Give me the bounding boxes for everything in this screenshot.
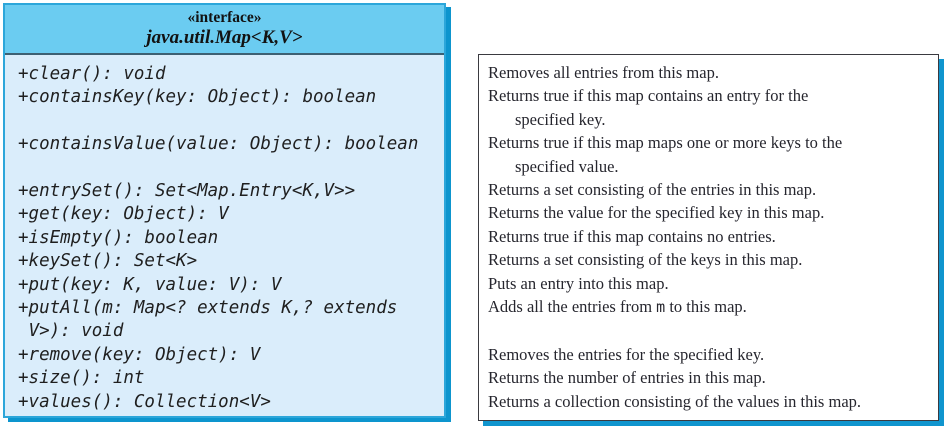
description-line: Returns the value for the specified key … (488, 203, 825, 223)
inline-code: m (656, 298, 666, 317)
description-line: Removes the entries for the specified ke… (488, 344, 765, 364)
description-line: Returns a set consisting of the entries … (488, 180, 817, 200)
description-line: Returns a collection consisting of the v… (488, 391, 862, 411)
description-line: specified value. (515, 156, 619, 176)
uml-method-line: +isEmpty(): boolean (18, 227, 219, 248)
uml-method-line: +containsValue(value: Object): boolean (18, 134, 419, 155)
uml-method-line: +keySet(): Set<K> (18, 251, 198, 272)
description-line: Returns true if this map contains an ent… (488, 86, 809, 106)
uml-method-line: +put(key: K, value: V): V (18, 274, 282, 295)
uml-method-line: +containsKey(key: Object): boolean (18, 87, 377, 108)
description-line: Returns true if this map maps one or mor… (488, 133, 843, 153)
uml-title: java.util.Map<K,V> (146, 27, 303, 48)
uml-method-line: +get(key: Object): V (18, 204, 229, 225)
uml-method-line: +entrySet(): Set<Map.Entry<K,V>> (18, 181, 356, 202)
uml-method-line: +values(): Collection<V> (18, 391, 271, 412)
uml-method-line: +clear(): void (18, 64, 166, 84)
uml-method-list: +clear(): void +containsKey(key: Object):… (5, 55, 444, 414)
uml-method-line: V>): void (18, 321, 124, 342)
uml-method-line (18, 157, 444, 180)
description-line: Returns a set consisting of the keys in … (488, 250, 803, 270)
description-line: Returns the number of entries in this ma… (488, 368, 766, 388)
description-line: Removes all entries from this map. (488, 63, 719, 82)
description-box: Removes all entries from this map. Return… (478, 54, 939, 421)
uml-method-line (18, 110, 444, 133)
uml-stereotype: «interface» (187, 9, 262, 26)
description-list: Removes all entries from this map. Return… (488, 61, 938, 413)
uml-method-line: +remove(key: Object): V (18, 344, 261, 365)
uml-method-line: +putAll(m: Map<? extends K,? extends (18, 298, 398, 319)
description-line: Adds all the entries from m to this map. (488, 297, 747, 317)
uml-header: «interface» java.util.Map<K,V> (5, 5, 444, 55)
description-line: Puts an entry into this map. (488, 273, 669, 293)
uml-interface-box: «interface» java.util.Map<K,V> +clear():… (3, 3, 446, 418)
uml-method-line: +size(): int (18, 368, 145, 389)
description-line: Returns true if this map contains no ent… (488, 226, 776, 246)
description-line: specified key. (515, 109, 606, 129)
description-line (488, 319, 938, 342)
